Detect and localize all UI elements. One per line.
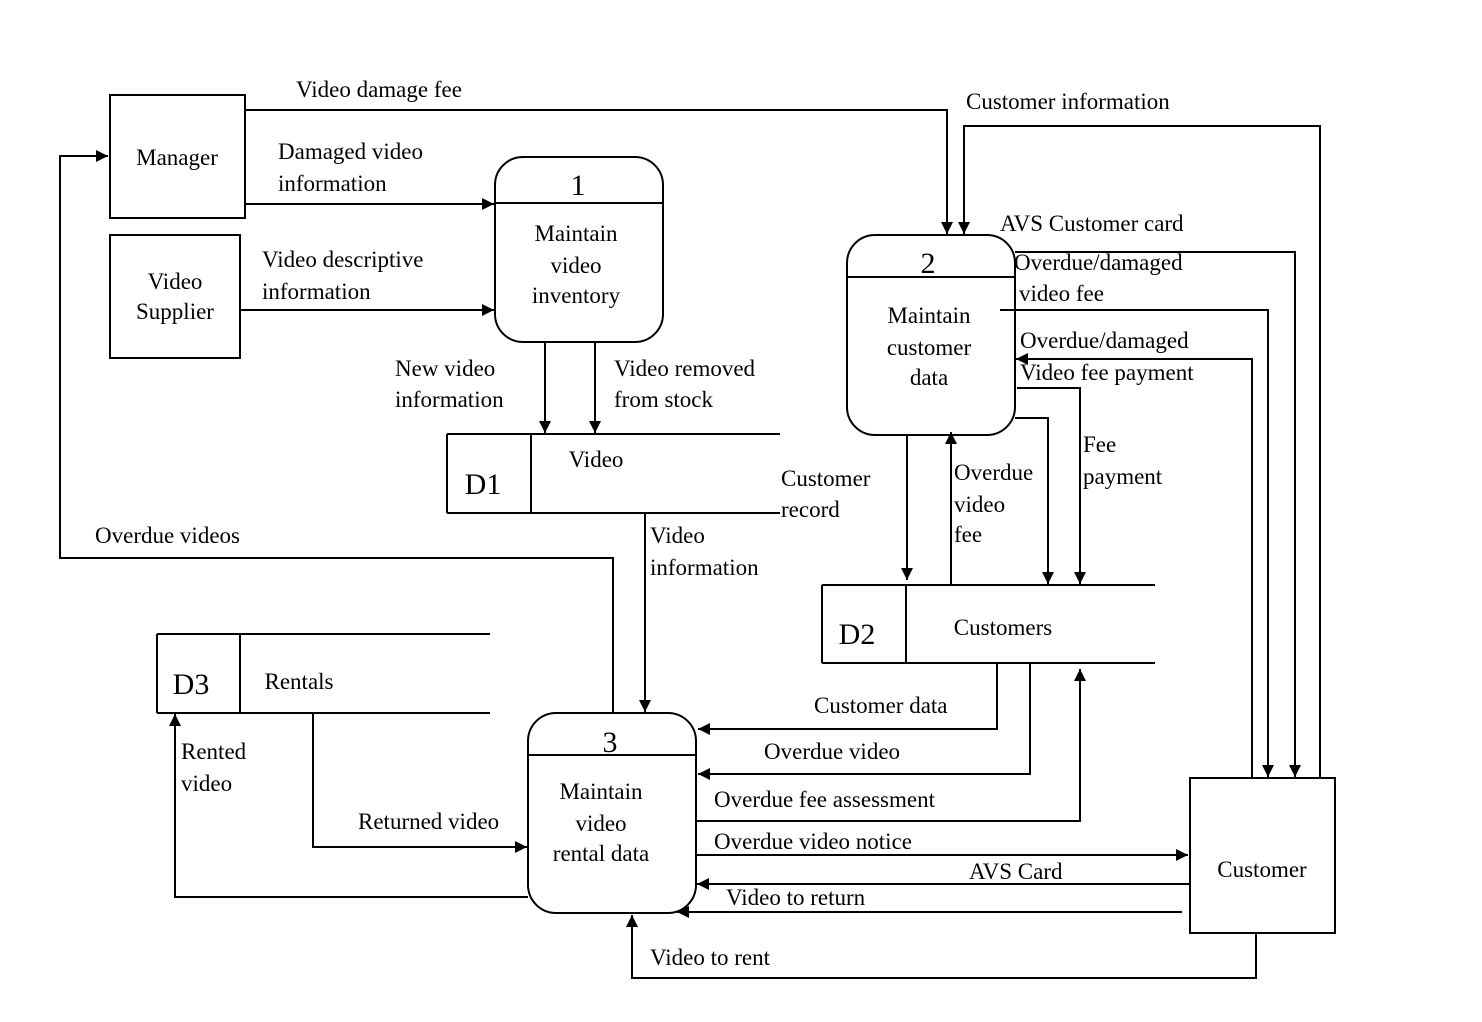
flow-video-removed-from-stock-label-1: Video removed [614,356,756,381]
flow-overdue-video-fee-label-3: fee [954,522,982,547]
flow-video-damage-fee-label: Video damage fee [296,77,462,102]
flow-video-information-label-1: Video [650,523,705,548]
flow-overdue-fee-assessment: Overdue fee assessment [696,669,1086,822]
store-d1-name: Video [569,447,624,472]
flow-overdue-damaged-video-fee-label-1: Overdue/damaged [1014,250,1183,275]
process-3-number: 3 [603,726,618,759]
process-2-number: 2 [921,247,936,280]
flow-customer-record-label-1: Customer [781,466,871,491]
flow-new-video-information-label-2: information [395,387,504,412]
flow-rented-video: Rented video [169,714,528,898]
process-2-label-2: customer [887,335,972,360]
process-1-number: 1 [571,169,586,202]
flow-avs-customer-card-label: AVS Customer card [1000,211,1184,236]
entity-video-supplier-label-2: Supplier [136,299,214,324]
flow-rented-video-label-2: video [181,771,232,796]
process-1-maintain-video-inventory: 1 Maintain video inventory [494,156,664,343]
store-d1-video: D1 Video [446,433,780,514]
flow-overdue-damaged-video-fee: Overdue/damaged video fee [1000,250,1274,777]
store-d3-name: Rentals [265,669,334,694]
flow-video-information-label-2: information [650,555,759,580]
flow-avs-customer-card: AVS Customer card [1000,211,1301,777]
store-d2-name: Customers [954,615,1052,640]
flow-customer-data-label: Customer data [814,693,948,718]
flow-video-removed-from-stock: Video removed from stock [589,343,756,433]
flow-video-removed-from-stock-label-2: from stock [614,387,714,412]
store-d3-rentals: D3 Rentals [156,633,490,714]
flow-video-to-rent-label: Video to rent [650,945,771,970]
process-3-label-2: video [575,811,626,836]
flow-rented-video-label-1: Rented [181,739,247,764]
entity-manager-label: Manager [136,145,218,170]
flow-customer-record: Customer record [781,434,913,580]
flow-customer-record-label-2: record [781,497,840,522]
flow-overdue-fee-assessment-label: Overdue fee assessment [714,787,936,812]
process-2-label-3: data [910,365,948,390]
entity-manager: Manager [109,94,246,219]
flow-overdue-video-notice: Overdue video notice [696,829,1188,861]
flow-overdue-damaged-video-fee-payment-label-1: Overdue/damaged [1020,328,1189,353]
flow-damaged-video-information-label-1: Damaged video [278,139,423,164]
store-d2-customers: D2 Customers [821,584,1155,664]
flow-overdue-damaged-video-fee-label-2: video fee [1019,281,1104,306]
process-1-label-2: video [550,253,601,278]
entity-customer: Customer [1189,777,1336,934]
flow-damaged-video-information: Damaged video information [245,139,494,210]
flow-customer-information: Customer information [958,89,1321,778]
process-1-label-3: inventory [532,283,621,308]
flow-overdue-videos-label: Overdue videos [95,523,240,548]
flow-video-descriptive-information-label-2: information [262,279,371,304]
store-d1-id: D1 [465,468,502,501]
flow-damaged-video-information-label-2: information [278,171,387,196]
process-2-maintain-customer-data: 2 Maintain customer data [846,234,1016,436]
flow-new-video-information: New video information [395,343,551,433]
flow-fee-payment-a [1015,417,1054,584]
store-d3-id: D3 [173,668,210,701]
flow-video-to-return-label: Video to return [726,885,866,910]
flow-video-damage-fee: Video damage fee [245,77,953,234]
flow-fee-payment-label-2: payment [1083,464,1163,489]
entity-video-supplier: Video Supplier [109,234,241,359]
flow-overdue-video: Overdue video [698,663,1031,780]
flow-overdue-video-fee-label-2: video [954,492,1005,517]
entity-video-supplier-label-1: Video [148,269,203,294]
process-3-maintain-video-rental-data: 3 Maintain video rental data [527,712,697,914]
flow-avs-card: AVS Card [697,859,1190,890]
flow-overdue-video-label: Overdue video [764,739,900,764]
flow-fee-payment-label-1: Fee [1083,432,1116,457]
flow-avs-card-label: AVS Card [969,859,1063,884]
flow-overdue-video-fee: Overdue video fee [945,432,1033,585]
process-3-label-3: rental data [553,841,649,866]
flow-overdue-damaged-video-fee-payment: Overdue/damaged Video fee payment [1016,328,1253,778]
entity-customer-label: Customer [1217,857,1307,882]
flow-fee-payment-b: Fee payment [1017,387,1163,584]
flow-returned-video-label: Returned video [358,809,499,834]
flow-customer-information-label: Customer information [966,89,1170,114]
flow-overdue-video-fee-label-1: Overdue [954,460,1033,485]
flow-overdue-video-notice-label: Overdue video notice [714,829,912,854]
flow-new-video-information-label-1: New video [395,356,495,381]
flow-overdue-damaged-video-fee-payment-label-2: Video fee payment [1020,360,1194,385]
flow-video-information: Video information [639,513,759,712]
flow-video-descriptive-information: Video descriptive information [240,247,494,316]
flow-overdue-videos: Overdue videos [59,150,614,713]
process-3-label-1: Maintain [559,779,643,804]
flow-returned-video: Returned video [312,713,527,853]
process-1-label-1: Maintain [534,221,618,246]
flow-customer-data: Customer data [698,663,998,735]
flow-video-to-return: Video to return [677,885,1182,918]
process-2-label-1: Maintain [887,303,971,328]
store-d2-id: D2 [839,618,876,651]
flow-video-to-rent: Video to rent [626,915,1257,979]
flow-video-descriptive-information-label-1: Video descriptive [262,247,423,272]
